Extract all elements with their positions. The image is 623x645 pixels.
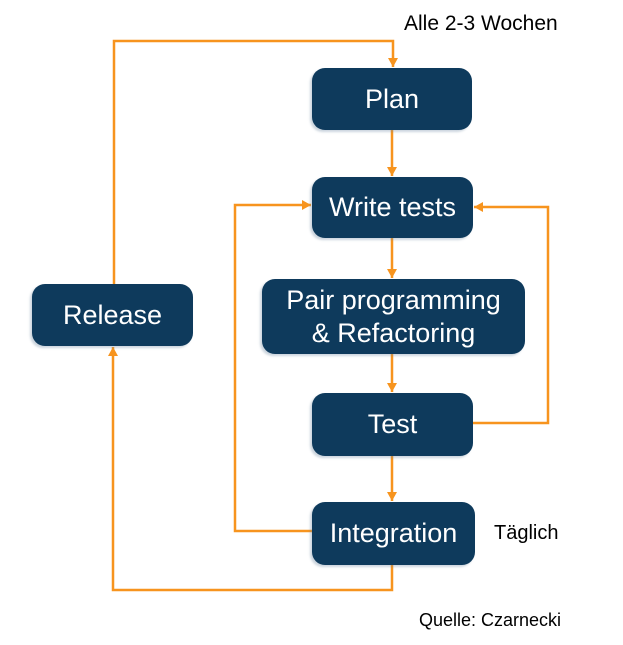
node-pair-programming-refactoring-label: Pair programming & Refactoring [286, 284, 501, 348]
node-test-label: Test [367, 409, 418, 439]
node-pair-programming-refactoring: Pair programming & Refactoring [262, 279, 525, 354]
arrow-integration-to-release-loop [108, 347, 394, 592]
node-integration-label: Integration [329, 518, 458, 548]
node-plan: Plan [312, 68, 472, 130]
cycle-duration-label: Alle 2-3 Wochen [404, 12, 558, 35]
node-test: Test [312, 393, 473, 456]
arrow-test-to-write-tests-loop [473, 202, 550, 425]
node-write-tests: Write tests [312, 177, 473, 238]
node-write-tests-label: Write tests [328, 192, 457, 222]
source-attribution-label: Quelle: Czarnecki [419, 610, 562, 630]
node-plan-label: Plan [364, 83, 420, 114]
node-integration: Integration [312, 502, 475, 565]
node-release: Release [32, 284, 193, 346]
daily-label: Täglich [494, 522, 559, 544]
node-release-label: Release [62, 299, 163, 330]
arrow-integration-to-write-tests-loop [233, 200, 312, 533]
arrow-release-to-plan-loop [112, 39, 398, 284]
